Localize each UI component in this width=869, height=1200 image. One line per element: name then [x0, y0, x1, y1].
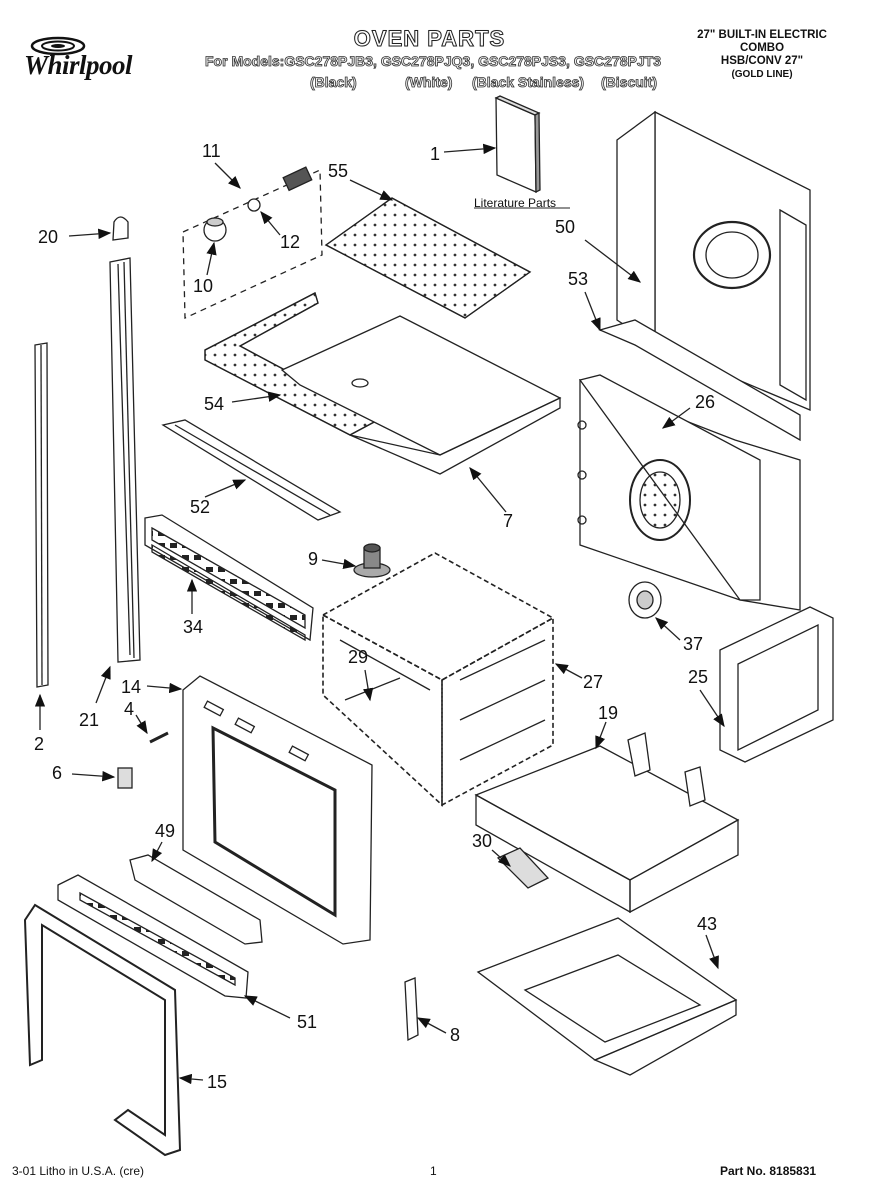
- color-biscuit: (Biscuit): [601, 74, 658, 91]
- part-55-label: 55: [328, 161, 349, 181]
- part-53-label: 53: [568, 269, 589, 289]
- part-20-label: 20: [38, 227, 59, 247]
- part-8-label: 8: [450, 1025, 461, 1045]
- part-12-label: 12: [280, 232, 301, 252]
- part-11-label: 11: [202, 141, 221, 161]
- part-49-label: 49: [155, 821, 176, 841]
- color-white: (White): [405, 74, 453, 91]
- part-4-label: 4: [124, 699, 135, 719]
- part-15-label: 15: [207, 1072, 228, 1092]
- product-description: 27" BUILT-IN ELECTRIC COMBO HSB/CONV 27"…: [697, 29, 827, 80]
- model-list: For Models:GSC278PJB3, GSC278PJQ3, GSC27…: [205, 53, 662, 70]
- part-29-label: 29: [348, 647, 369, 667]
- part-14-label: 14: [121, 677, 142, 697]
- part-9-label: 9: [308, 549, 319, 569]
- part-21-label: 21: [79, 710, 100, 730]
- part-19-label: 19: [598, 703, 619, 723]
- part-10-label: 10: [193, 276, 214, 296]
- part-37-label: 37: [683, 634, 704, 654]
- part-1-label: 1: [430, 144, 441, 164]
- literature-parts-label: Literature Parts: [474, 196, 557, 210]
- part-30-label: 30: [472, 831, 493, 851]
- part-2-label: 2: [34, 734, 45, 754]
- footer-litho: 3-01 Litho in U.S.A. (cre): [12, 1164, 145, 1178]
- color-black-stainless: (Black Stainless): [472, 74, 585, 91]
- part-6-label: 6: [52, 763, 63, 783]
- part-26-label: 26: [695, 392, 716, 412]
- footer-part-number: Part No. 8185831: [720, 1164, 817, 1178]
- whirlpool-logo: Whirlpool: [18, 32, 178, 92]
- part-43-label: 43: [697, 914, 718, 934]
- brand-name: Whirlpool: [24, 50, 133, 80]
- page-title: OVEN PARTS: [353, 26, 506, 52]
- swirl-icon: [30, 36, 86, 56]
- part-7-label: 7: [503, 511, 514, 531]
- color-black: (Black): [310, 74, 357, 91]
- part-51-label: 51: [297, 1012, 318, 1032]
- part-34-label: 34: [183, 617, 204, 637]
- part-54-label: 54: [204, 394, 225, 414]
- part-25-label: 25: [688, 667, 709, 687]
- literature-booklet: [494, 95, 541, 194]
- part-50-label: 50: [555, 217, 576, 237]
- page-number: 1: [430, 1164, 437, 1178]
- part-52-label: 52: [190, 497, 211, 517]
- part-27-label: 27: [583, 672, 604, 692]
